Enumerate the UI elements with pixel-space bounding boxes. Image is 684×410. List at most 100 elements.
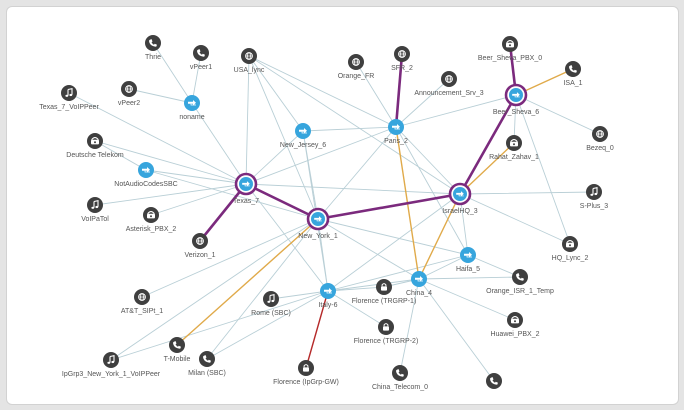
edge-china-china_telecom[interactable] bbox=[399, 278, 420, 374]
node-huawei[interactable]: Huawei_PBX_2 bbox=[490, 312, 540, 338]
edge-new_york-ipgrp[interactable] bbox=[110, 218, 319, 361]
node-china[interactable]: China_4 bbox=[406, 271, 432, 297]
edge-texas_7-voiptol[interactable] bbox=[94, 183, 247, 206]
edge-notaudio-new_york[interactable] bbox=[145, 169, 319, 220]
node-new_jersey[interactable]: New_Jersey_6 bbox=[280, 123, 326, 149]
node-florence1[interactable]: Florence (TRGRP-1) bbox=[352, 279, 417, 305]
node-splus[interactable]: S-Plus_3 bbox=[580, 184, 609, 210]
edge-noname-vpeer1[interactable] bbox=[191, 52, 202, 104]
edge-texas_7-texas_7_voip[interactable] bbox=[68, 92, 247, 185]
edge-paris-orange_fr[interactable] bbox=[355, 61, 397, 128]
edge-texas_7-noname[interactable] bbox=[191, 102, 247, 185]
edge-paris-haifa[interactable] bbox=[395, 126, 469, 256]
edge-texas_7-deutsche[interactable] bbox=[94, 140, 247, 185]
node-notaudio[interactable]: NotAudioCodesSBC bbox=[114, 162, 178, 188]
edge-texas_7-paris[interactable] bbox=[245, 126, 397, 185]
edge-new_jersey-paris[interactable] bbox=[302, 126, 397, 132]
edge-new_york-israelhq[interactable] bbox=[316, 192, 462, 221]
edge-new_york-haifa[interactable] bbox=[317, 218, 469, 256]
network-topology-map[interactable]: Thrie vPeer1 USA_lync vPeer2 noname Texas_7_V… bbox=[7, 7, 678, 404]
edge-israelhq-italy[interactable] bbox=[327, 193, 461, 292]
edge-texas_7-asterisk[interactable] bbox=[150, 183, 247, 216]
edge-texas_7-notaudio[interactable] bbox=[145, 169, 247, 185]
edge-italy-rome[interactable] bbox=[270, 290, 329, 300]
node-unnamed_bottom[interactable] bbox=[486, 373, 502, 389]
edge-notaudio-deutsche[interactable] bbox=[94, 140, 147, 171]
node-orange_fr[interactable]: Orange_FR bbox=[338, 54, 375, 80]
edge-usa_lync-israelhq[interactable] bbox=[248, 55, 461, 195]
node-haifa[interactable]: Haifa_5 bbox=[456, 247, 480, 273]
edge-italy-florence2[interactable] bbox=[327, 290, 387, 328]
edge-new_york-tmobile[interactable] bbox=[176, 218, 319, 346]
node-verizon[interactable]: Verizon_1 bbox=[184, 233, 216, 259]
node-beer_sheva[interactable]: Beer_Sheva_6 bbox=[493, 83, 539, 116]
edge-texas_7-italy[interactable] bbox=[245, 183, 329, 292]
node-isa[interactable]: ISA_1 bbox=[563, 61, 583, 87]
node-vpeer1[interactable]: vPeer1 bbox=[190, 45, 212, 71]
edge-noname-thrie[interactable] bbox=[152, 42, 193, 104]
node-thrie[interactable]: Thrie bbox=[145, 35, 161, 61]
node-bezeq[interactable]: Bezeq_0 bbox=[586, 126, 614, 152]
edge-paris-announcement[interactable] bbox=[395, 78, 450, 128]
edge-china-orange_isr[interactable] bbox=[418, 276, 521, 280]
node-noname[interactable]: noname bbox=[179, 95, 205, 121]
node-usa_lync[interactable]: USA_lync bbox=[234, 48, 265, 74]
node-israelhq[interactable]: IsraelHQ_3 bbox=[442, 182, 478, 215]
node-rahat[interactable]: Rahat_Zahav_1 bbox=[489, 135, 539, 161]
edge-israelhq-china[interactable] bbox=[418, 193, 461, 280]
edge-texas_7-usa_lync[interactable] bbox=[245, 55, 250, 185]
node-paris[interactable]: Paris_2 bbox=[384, 119, 408, 145]
edge-texas_7-israelhq[interactable] bbox=[245, 183, 461, 195]
edge-paris-israelhq[interactable] bbox=[395, 126, 461, 195]
edge-china-huawei[interactable] bbox=[418, 278, 516, 321]
node-beer_sheva_pbx[interactable]: Beer_Sheva_PBX_0 bbox=[478, 36, 542, 62]
edge-italy-milan[interactable] bbox=[206, 290, 329, 360]
edge-israelhq-rahat[interactable] bbox=[459, 142, 515, 195]
node-new_york[interactable]: New_York_1 bbox=[298, 207, 338, 240]
edge-texas_7-new_jersey[interactable] bbox=[245, 130, 304, 185]
edge-texas_7-new_york[interactable] bbox=[244, 182, 320, 221]
node-hq_lync[interactable]: HQ_Lync_2 bbox=[552, 236, 589, 262]
edge-italy-haifa[interactable] bbox=[327, 254, 469, 292]
edge-israelhq-beer_sheva[interactable] bbox=[458, 93, 518, 196]
node-att[interactable]: AT&T_SIPt_1 bbox=[121, 289, 163, 315]
node-florence_gw[interactable]: Florence (IpGrp-GW) bbox=[273, 360, 339, 386]
edge-haifa-china[interactable] bbox=[418, 254, 469, 280]
node-texas_7[interactable]: Texas_7 bbox=[233, 172, 259, 205]
node-tmobile[interactable]: T-Mobile bbox=[164, 337, 191, 363]
edge-israelhq-hq_lync[interactable] bbox=[459, 193, 571, 245]
node-milan[interactable]: Milan (SBC) bbox=[188, 351, 226, 377]
edge-italy-florence_gw[interactable] bbox=[305, 290, 329, 369]
edge-haifa-orange_isr[interactable] bbox=[467, 254, 521, 278]
node-italy[interactable]: Italy-6 bbox=[318, 283, 338, 309]
edge-new_york-milan[interactable] bbox=[206, 218, 319, 360]
node-texas_7_voip[interactable]: Texas_7_VoIPPeer bbox=[39, 85, 99, 111]
node-voiptol[interactable]: VoIPaTol bbox=[81, 197, 109, 223]
edge-italy-ipgrp[interactable] bbox=[110, 290, 329, 361]
node-announcement[interactable]: Announcement_Srv_3 bbox=[414, 71, 484, 97]
node-ipgrp[interactable]: IpGrp3_New_York_1_VoIPPeer bbox=[62, 352, 161, 378]
edge-israelhq-splus[interactable] bbox=[459, 191, 595, 195]
node-deutsche[interactable]: Deutsche Telekom bbox=[66, 133, 124, 159]
edge-new_york-att[interactable] bbox=[141, 218, 319, 298]
edge-china-unnamed_bottom[interactable] bbox=[418, 278, 495, 382]
node-orange_isr[interactable]: Orange_ISR_1_Temp bbox=[486, 269, 554, 295]
edge-new_york-paris[interactable] bbox=[317, 126, 397, 220]
edge-new_york-usa_lync[interactable] bbox=[248, 55, 319, 220]
edge-paris-beer_sheva[interactable] bbox=[395, 94, 517, 128]
edge-new_york-china[interactable] bbox=[317, 218, 420, 280]
edge-new_jersey-usa_lync[interactable] bbox=[248, 55, 304, 132]
edge-beer_sheva-hq_lync[interactable] bbox=[515, 94, 571, 245]
edge-beer_sheva-bezeq[interactable] bbox=[515, 94, 601, 135]
edge-paris-sfr[interactable] bbox=[394, 52, 404, 129]
edge-texas_7-verizon[interactable] bbox=[198, 182, 248, 243]
edge-noname-vpeer2[interactable] bbox=[128, 88, 193, 104]
edge-china-italy[interactable] bbox=[327, 278, 420, 292]
node-asterisk[interactable]: Asterisk_PBX_2 bbox=[126, 207, 177, 233]
node-sfr[interactable]: SFR_2 bbox=[391, 46, 413, 72]
edge-usa_lync-paris[interactable] bbox=[248, 55, 397, 128]
edge-italy-florence1[interactable] bbox=[327, 286, 385, 292]
node-vpeer2[interactable]: vPeer2 bbox=[118, 81, 140, 107]
node-china_telecom[interactable]: China_Telecom_0 bbox=[372, 365, 428, 391]
node-florence2[interactable]: Florence (TRGRP-2) bbox=[354, 319, 419, 345]
